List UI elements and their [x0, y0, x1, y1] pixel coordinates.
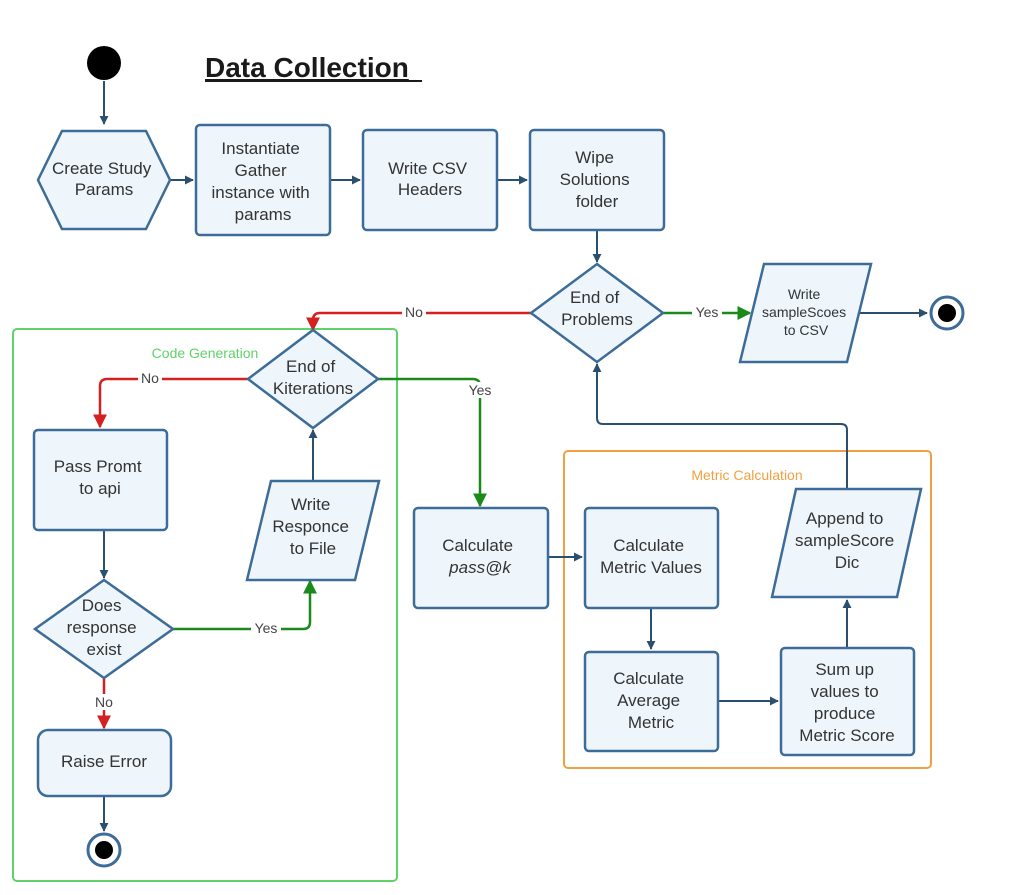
node-label-line: sampleScoes [762, 304, 846, 320]
node-label-line: Calculate [613, 536, 684, 555]
diagram-title: Data Collection [205, 52, 409, 83]
node-label-line: to File [290, 539, 336, 558]
svg-text:Sum up values to p: Sum up values to produce Metric Score [799, 660, 894, 745]
node-sum-up-values[interactable]: Sum up values to produce Metric Score [779, 646, 916, 757]
node-label-line: params [235, 205, 292, 224]
node-label-line: response [67, 618, 137, 637]
edge-kiterations-no [93, 377, 249, 429]
svg-text:Calculate Metric Values: Calculate Metric Values [600, 536, 702, 577]
node-label-line: Dic [835, 553, 860, 572]
node-write-csv-headers[interactable]: Write CSV Headers [361, 128, 499, 232]
node-label-line: Calculate [613, 669, 684, 688]
node-label-line: exist [87, 640, 122, 659]
edge-labels: No Yes No Yes Yes No [92, 304, 722, 710]
svg-text:Write sampleScoes: Write sampleScoes to CSV [762, 286, 850, 338]
edge-response-yes [173, 579, 317, 631]
node-label-line: Write CSV [388, 159, 468, 178]
node-label-line: End of [570, 288, 619, 307]
edge-problems-no [306, 311, 531, 332]
edge-label-response-no: No [95, 694, 113, 710]
node-calculate-metric-values[interactable]: Calculate Metric Values [583, 506, 720, 610]
node-label-line: End of [286, 357, 335, 376]
edge-label-response-yes: Yes [255, 620, 278, 636]
node-label-line: Create Study [52, 159, 152, 178]
node-label-line: produce [814, 704, 875, 723]
svg-text:Write CSV Headers: Write CSV Headers [388, 159, 472, 199]
edge-label-kiterations-yes: Yes [469, 382, 492, 398]
node-label-line: Write [291, 495, 330, 514]
node-label-line: instance with [211, 183, 309, 202]
edge-label-problems-yes: Yes [696, 304, 719, 320]
node-label-line: pass@k [448, 558, 512, 577]
node-calculate-passk[interactable]: Calculate pass@k [412, 506, 550, 610]
node-append-samplescore[interactable]: Append to sampleScore Dic [770, 487, 923, 599]
svg-text:Does response exis: Does response exist [67, 596, 142, 659]
node-label-line: Metric [628, 713, 675, 732]
node-label-line: Kiterations [273, 379, 353, 398]
node-label-line: Sum up [815, 660, 874, 679]
node-calculate-average-metric[interactable]: Calculate Average Metric [583, 650, 720, 753]
node-label-line: values to [811, 682, 879, 701]
node-pass-promt[interactable]: Pass Promt to api [32, 428, 169, 532]
node-does-response-exist[interactable]: Does response exist [32, 578, 176, 680]
node-label-line: Solutions [560, 170, 630, 189]
svg-text:Pass Promt to api: Pass Promt to api [54, 457, 147, 498]
node-instantiate-gather[interactable]: Instantiate Gather instance with params [194, 123, 332, 237]
node-label-line: to api [79, 479, 121, 498]
node-label-line: Average [617, 691, 680, 710]
svg-text:Instantiate Gather: Instantiate Gather instance with params [211, 139, 314, 224]
node-label-line: Gather [235, 161, 287, 180]
node-label-line: Raise Error [61, 752, 147, 771]
node-label-line: Wipe [575, 148, 614, 167]
node-label-line: Does [82, 596, 122, 615]
group-label-metric-calculation: Metric Calculation [691, 467, 802, 483]
node-end-of-kiterations[interactable]: End of Kiterations [245, 328, 381, 430]
node-label-line: Pass Promt [54, 457, 142, 476]
node-write-responce[interactable]: Write Responce to File [245, 479, 381, 582]
node-wipe-solutions[interactable]: Wipe Solutions folder [528, 128, 666, 232]
group-label-code-generation: Code Generation [152, 345, 259, 361]
group-metric-calculation [563, 450, 932, 769]
node-create-study-params[interactable]: Create Study Params [36, 129, 172, 231]
svg-text:Write Responce to: Write Responce to File [272, 495, 353, 558]
svg-text:Calculate Average: Calculate Average Metric [613, 669, 689, 732]
node-raise-error[interactable]: Raise Error [36, 728, 173, 798]
node-label-line: Metric Values [600, 558, 702, 577]
svg-text:End of Kiterations: End of Kiterations [273, 357, 353, 398]
svg-text:End of Problems: End of Problems [561, 288, 633, 329]
svg-text:Create Study Params: Create Study Params [52, 159, 156, 199]
svg-text:Raise Error: Raise Error [61, 752, 147, 771]
node-label-line: Instantiate [221, 139, 299, 158]
node-label-line: to CSV [784, 322, 829, 338]
node-label-line: Responce [272, 517, 349, 536]
node-label-line: Params [75, 180, 134, 199]
end-node-top[interactable] [929, 295, 965, 331]
start-node[interactable] [87, 46, 121, 80]
node-end-of-problems[interactable]: End of Problems [528, 262, 666, 364]
node-label-line: Calculate [442, 536, 513, 555]
node-write-samplescores[interactable]: Write sampleScoes to CSV [738, 262, 873, 364]
edge-label-problems-no: No [405, 304, 423, 320]
end-node-bottom[interactable] [86, 832, 122, 868]
node-label-line: Headers [398, 180, 462, 199]
svg-text:Calculate pass@k: Calculate pass@k [442, 536, 518, 577]
edge-append-to-problems [592, 363, 848, 489]
edge-kiterations-yes [378, 377, 487, 508]
node-label-line: sampleScore [795, 531, 894, 550]
node-label-line: Append to [806, 509, 884, 528]
node-label-line: Problems [561, 310, 633, 329]
svg-text:Append to sampleScore: Append to sampleScore Dic [795, 509, 899, 572]
svg-text:Wipe Solutions fol: Wipe Solutions folder [560, 148, 635, 211]
group-code-generation [12, 328, 398, 882]
edge-label-kiterations-no: No [141, 370, 159, 386]
node-label-line: folder [576, 192, 619, 211]
node-label-line: Write [788, 286, 821, 302]
node-label-line: Metric Score [799, 726, 894, 745]
